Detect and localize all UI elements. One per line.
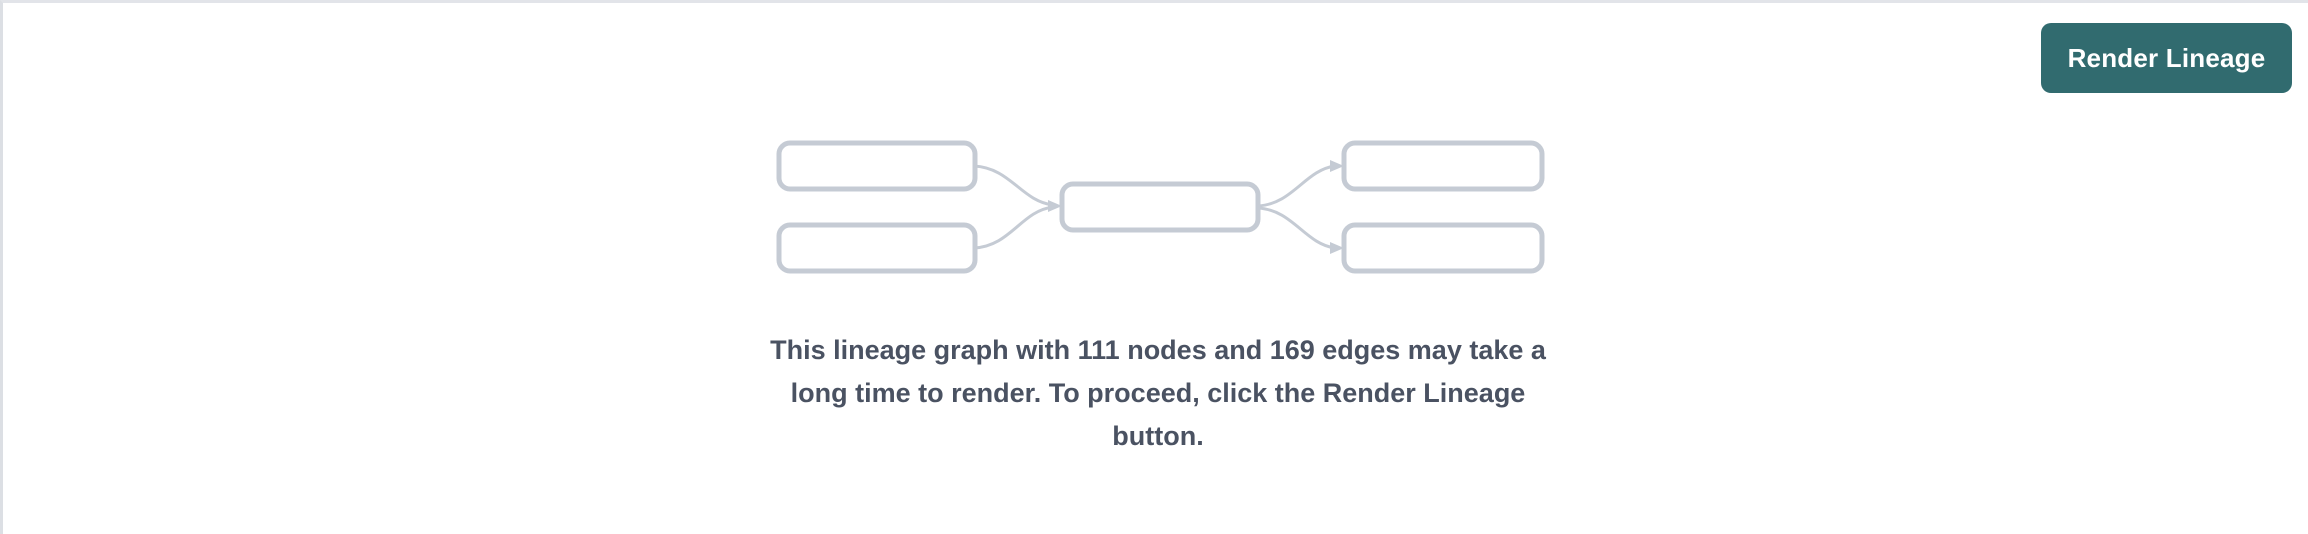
edge-center-to-right-top — [1257, 164, 1336, 208]
graph-node-right-top — [1341, 140, 1545, 192]
graph-node-left-top — [776, 140, 978, 192]
arrowhead-into-center — [1048, 200, 1062, 212]
graph-node-left-bottom — [776, 222, 978, 274]
graph-node-right-bottom — [1341, 222, 1545, 274]
graph-node-center — [1059, 181, 1261, 233]
arrowhead-into-right-top — [1330, 160, 1344, 172]
edge-left-top-to-center — [973, 164, 1054, 207]
render-lineage-button[interactable]: Render Lineage — [2041, 23, 2292, 93]
lineage-warning-message: This lineage graph with 111 nodes and 16… — [770, 335, 1546, 451]
edge-center-to-right-bottom — [1257, 206, 1336, 250]
edge-left-bottom-to-center — [973, 205, 1054, 250]
lineage-graph-placeholder — [743, 128, 1573, 288]
arrowhead-into-right-bottom — [1330, 242, 1344, 254]
